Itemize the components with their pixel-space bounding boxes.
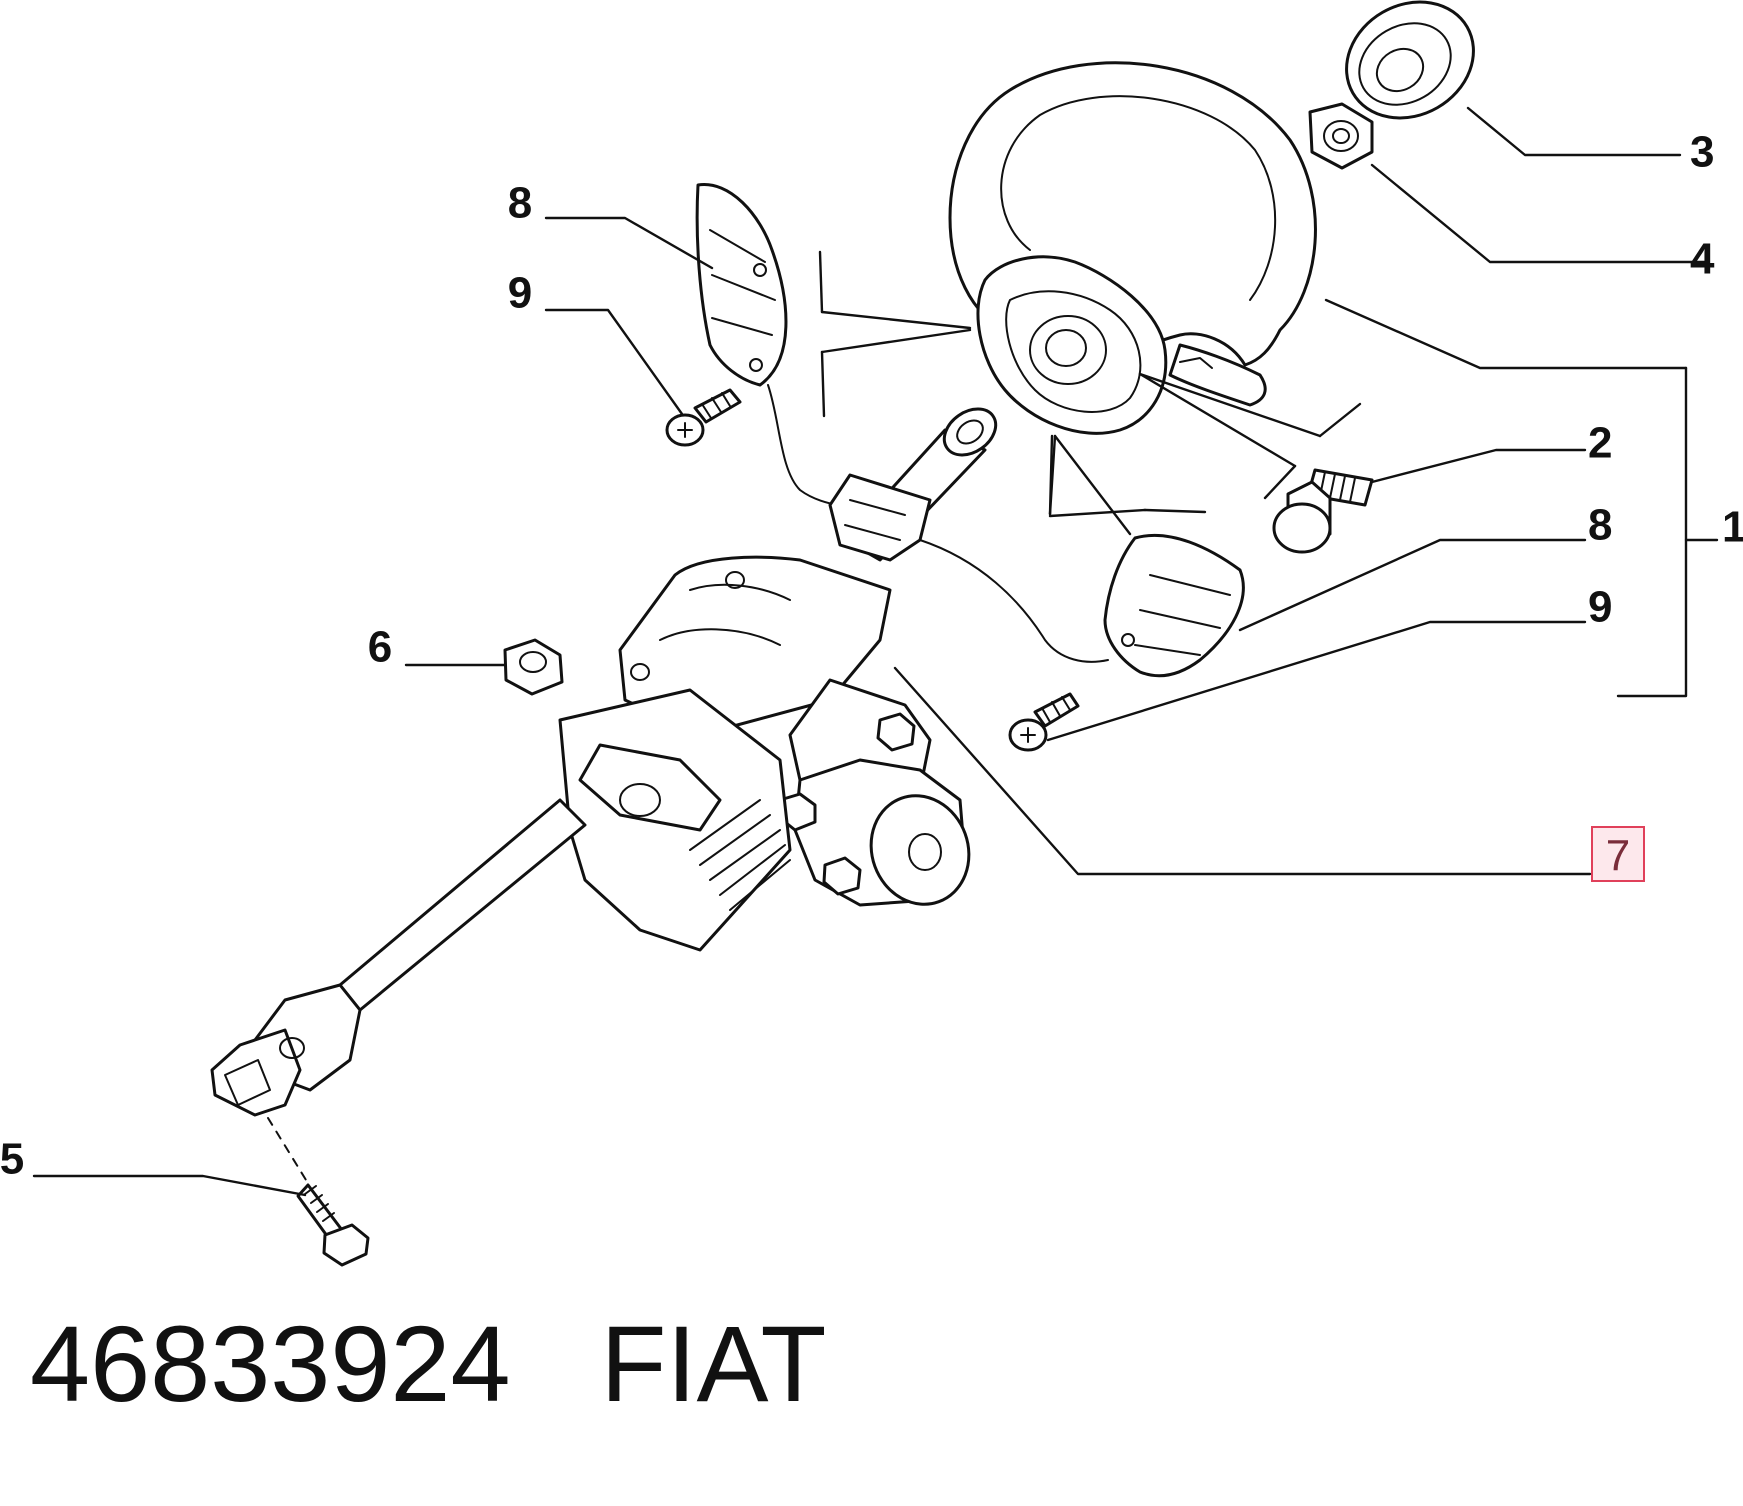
part-9-lower-screw [1008,692,1080,752]
leader-3 [1466,106,1682,157]
part-6-nut [503,638,564,696]
callout-3[interactable]: 3 [1690,128,1714,177]
exploded-indicators [818,250,1362,536]
leader-9b [1046,620,1587,742]
part-9-upper-screw [665,388,742,447]
leader-lines [32,106,1719,1197]
leader-8b [1238,538,1587,632]
callout-8b[interactable]: 8 [1588,501,1612,550]
callout-6[interactable]: 6 [368,623,392,672]
callout-4[interactable]: 4 [1690,235,1715,284]
leader-4 [1370,163,1707,264]
leader-8a [544,216,714,270]
callout-9b[interactable]: 9 [1588,583,1612,632]
leader-1-bracket [1616,366,1688,698]
part-2-bolt [1272,468,1374,554]
part-4-nut [1308,102,1374,170]
callout-2[interactable]: 2 [1588,419,1612,468]
callout-7-highlight [1591,826,1645,882]
leader-2 [1370,448,1587,484]
part-5-bolt [296,1183,370,1267]
callout-7[interactable]: 7 [1606,832,1630,881]
leader-5 [32,1174,307,1197]
part-3-cap [1345,0,1475,120]
steering-wheel [948,61,1317,435]
callout-8a[interactable]: 8 [508,179,532,228]
part-7-steering-column [210,407,998,1181]
leader-7 [893,666,1592,876]
part-8-upper-cover [695,183,856,511]
part-8-lower-cover [919,533,1245,678]
callout-1[interactable]: 1 [1722,503,1743,552]
callout-9a[interactable]: 9 [508,269,532,318]
callouts: 3 4 2 8 1 9 7 8 9 6 5 [0,128,1743,1184]
leader-1-top [1324,298,1688,370]
callout-5[interactable]: 5 [0,1135,24,1184]
brand-name: FIAT [600,1303,827,1424]
footer-label: 46833924 FIAT [30,1310,827,1418]
part-number: 46833924 [30,1303,511,1424]
leader-9a [544,308,684,416]
